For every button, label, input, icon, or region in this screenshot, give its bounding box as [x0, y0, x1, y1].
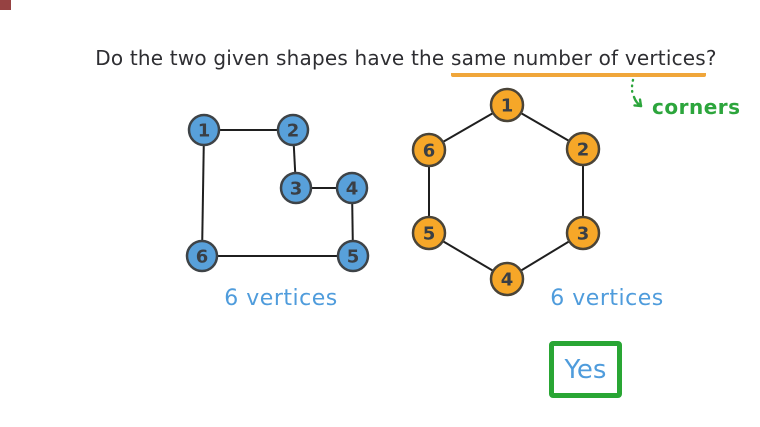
- vertex-number-label: 5: [423, 224, 436, 245]
- vertex-circle-3: [565, 215, 601, 251]
- vertex-circle-6: [185, 239, 219, 273]
- blue-shape-diagram: 1 2 3 4 5 6: [185, 113, 370, 273]
- vertex-circle-5: [336, 239, 370, 273]
- vertex-circle-4: [335, 171, 369, 205]
- shape-edge: [201, 129, 205, 257]
- vertex-circle-2: [276, 113, 310, 147]
- corner-red-marker: [0, 0, 11, 10]
- vertex-circle-1: [489, 87, 525, 123]
- dotted-arrow-icon: [630, 78, 643, 108]
- answer-box[interactable]: Yes: [549, 341, 622, 398]
- vertex-circle-2: [565, 131, 601, 167]
- vertex-number-label: 1: [501, 96, 514, 117]
- vertex-circle-3: [279, 171, 313, 205]
- question-title-prefix: Do the two given shapes have the: [95, 46, 451, 70]
- vertex-circle-5: [411, 215, 447, 251]
- vertex-circle-6: [411, 132, 447, 168]
- vertex-circle-4: [489, 261, 525, 297]
- blue-shape-caption: 6 vertices: [224, 286, 338, 311]
- vertex-number-label: 4: [346, 179, 359, 200]
- vertex-number-label: 2: [577, 140, 590, 161]
- question-title-underlined-phrase: same number of vertices: [450, 46, 706, 77]
- vertex-number-label: 5: [347, 247, 360, 268]
- vertex-number-label: 6: [423, 141, 436, 162]
- answer-label: Yes: [564, 354, 607, 385]
- vertex-circle-1: [187, 113, 221, 147]
- orange-shape-caption: 6 vertices: [550, 286, 664, 311]
- vertex-number-label: 1: [198, 121, 211, 142]
- vertex-number-label: 2: [287, 121, 300, 142]
- question-title-suffix: ?: [705, 46, 717, 70]
- vertex-number-label: 3: [290, 179, 303, 200]
- vertex-number-label: 3: [577, 224, 590, 245]
- question-title: Do the two given shapes have the same nu…: [0, 46, 760, 77]
- corners-annotation-label: corners: [652, 95, 741, 119]
- vertex-number-label: 6: [196, 247, 209, 268]
- vertex-number-label: 4: [501, 270, 514, 291]
- orange-hexagon-diagram: 1 2 3 4 5 6: [411, 87, 601, 297]
